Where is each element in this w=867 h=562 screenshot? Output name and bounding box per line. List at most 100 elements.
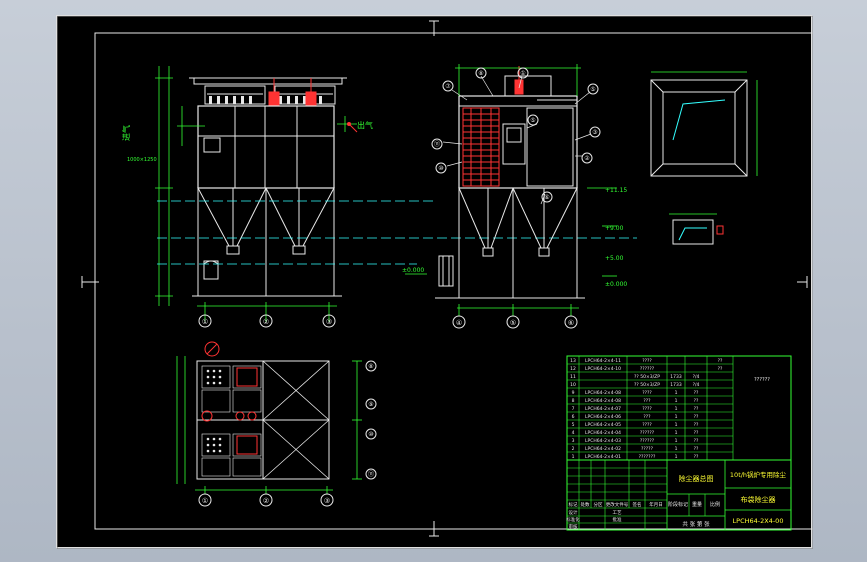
axis-label: ⑧ <box>368 363 373 370</box>
parts-cell: ?? <box>694 390 699 396</box>
parts-cell: ?? <box>694 438 699 444</box>
axis-label: ⑥ <box>568 319 574 327</box>
axis-label: ② <box>263 497 269 505</box>
role-label: 审核 <box>569 523 578 530</box>
side-axis-bubbles: ④ ⑤ ⑥ <box>452 315 578 329</box>
inlet-label: 进气 <box>121 125 131 141</box>
parts-cell: 6 <box>572 414 575 420</box>
level-label: +5.00 <box>605 255 624 262</box>
parts-cell: 1 <box>675 406 678 412</box>
parts-cell: ?? <box>694 406 699 412</box>
front-elevation-view: 进气 1000×1250 出气 ① ② ③ <box>121 66 637 328</box>
drawing-sheet[interactable]: 进气 1000×1250 出气 ① ② ③ <box>56 15 813 549</box>
revision-header-cell: 年月日 <box>649 501 663 508</box>
parts-cell: 4 <box>572 430 575 436</box>
parts-cell: LPCH64-2×4-03 <box>585 438 621 444</box>
callout-label: ② <box>584 155 590 162</box>
callout-label: ⑤ <box>590 86 595 93</box>
callout-label: ⑤ <box>530 117 535 124</box>
outlet-label: 出气 <box>357 120 373 130</box>
scale-label: 比例 <box>710 501 720 508</box>
parts-cell: 1733 <box>670 374 682 380</box>
revision-header-cell: 签名 <box>633 501 642 508</box>
revision-header-cell: 分区 <box>594 501 603 508</box>
callout-label: ③ <box>592 129 597 136</box>
parts-cell: ?/4 <box>693 382 700 388</box>
axis-label: ① <box>202 318 208 326</box>
detail-view-small <box>669 213 724 245</box>
parts-cell: 7 <box>572 406 575 412</box>
weight-label: 重量 <box>692 501 702 508</box>
parts-cell: LPCH64-2×4-10 <box>585 366 621 372</box>
callout-label: ⑦ <box>445 83 451 90</box>
role-label: 工艺 <box>613 510 622 516</box>
plan-axis-bubbles: ① ② ③ ⑧ ⑨ ⑩ ⑪ <box>198 360 377 507</box>
level-label: ±0.000 <box>605 281 627 288</box>
axis-label: ⑪ <box>368 470 374 478</box>
parts-cell: 3 <box>572 438 575 444</box>
parts-cell: 1 <box>675 446 678 452</box>
role-label: 批准 <box>613 516 622 523</box>
axis-label: ⑤ <box>510 319 516 327</box>
parts-cell: LPCH64-2×4-08 <box>585 398 621 404</box>
parts-cell: LPCH64-2×4-06 <box>585 414 621 420</box>
project-name: 10t/h锅炉专用除尘 <box>730 470 787 479</box>
parts-cell: 13 <box>570 358 576 364</box>
detail-view-top <box>650 71 758 177</box>
drawing-name: 除尘器总图 <box>679 474 714 483</box>
axis-label: ① <box>202 497 208 505</box>
drawing-frame <box>94 32 813 530</box>
centering-marks <box>81 20 808 537</box>
parts-cell: 11 <box>570 374 576 380</box>
parts-cell: 1 <box>572 454 575 460</box>
parts-cell: ?? <box>694 414 699 420</box>
sheets-label: 共 张 第 张 <box>682 520 710 528</box>
parts-cell: ???? <box>642 406 652 412</box>
parts-cell: ?? 50×3/ZP <box>634 374 660 380</box>
parts-cell: ?? 50×3/ZP <box>634 382 660 388</box>
callout-label: ⑪ <box>434 140 440 148</box>
title-block: 标记处数分区更改文件号签名年月日 设计标准化审核工艺批准 除尘器总图 10t/h… <box>566 459 792 531</box>
parts-cell: 5 <box>572 422 575 428</box>
parts-cell: ?????? <box>640 430 655 436</box>
parts-cell: ???? <box>642 358 652 364</box>
parts-cell: ?/4 <box>693 374 700 380</box>
front-axis-bubbles: ① ② ③ <box>198 314 336 328</box>
parts-cell: 8 <box>572 398 575 404</box>
parts-cell: 1 <box>675 422 678 428</box>
drawing-canvas: 进气 1000×1250 出气 ① ② ③ <box>57 16 813 549</box>
revision-header-cell: 处数 <box>581 501 590 508</box>
parts-cell: LPCH64-2×4-05 <box>585 422 621 428</box>
parts-cell: ?? <box>694 446 699 452</box>
plan-view: ① ② ③ ⑧ ⑨ ⑩ ⑪ <box>176 341 377 507</box>
level-label: +9.00 <box>605 225 624 232</box>
parts-cell: ?????? <box>640 438 655 444</box>
parts-cell: ?? <box>694 430 699 436</box>
callout-label: ⑥ <box>544 194 549 201</box>
axis-label: ② <box>263 318 269 326</box>
parts-cell: 1 <box>675 438 678 444</box>
parts-cell: LPCH64-2×4-01 <box>585 454 621 460</box>
role-label: 标准化 <box>566 516 580 523</box>
parts-cell: 12 <box>570 366 576 372</box>
parts-cell: 1 <box>675 454 678 460</box>
outer-border <box>57 16 813 549</box>
side-elevation-view: ⑦ ⑧ ① ⑤ ③ ⑤ ⑥ ⑪ ⑩ ② +11.15 +9.00 +5.00 ±… <box>402 64 627 329</box>
parts-cell: ??? <box>643 398 651 404</box>
parts-cell: ????? <box>641 446 654 452</box>
drawing-number: LPCH64-2X4-00 <box>733 517 784 525</box>
axis-label: ④ <box>456 319 462 327</box>
parts-cell: ???? <box>642 390 652 396</box>
callout-label: ⑧ <box>478 70 483 77</box>
parts-cell: LPCH64-2×4-04 <box>585 430 621 436</box>
parts-cell: LPCH64-2×4-11 <box>585 358 621 364</box>
parts-cell: ??? <box>643 414 651 420</box>
callout-label: ⑩ <box>438 165 443 172</box>
parts-cell: 1 <box>675 398 678 404</box>
parts-cell: 10 <box>570 382 576 388</box>
parts-note: ?????? <box>754 377 770 383</box>
level-label: ±0.000 <box>402 267 424 274</box>
parts-cell: 1 <box>675 430 678 436</box>
parts-cell: ?? <box>694 454 699 460</box>
